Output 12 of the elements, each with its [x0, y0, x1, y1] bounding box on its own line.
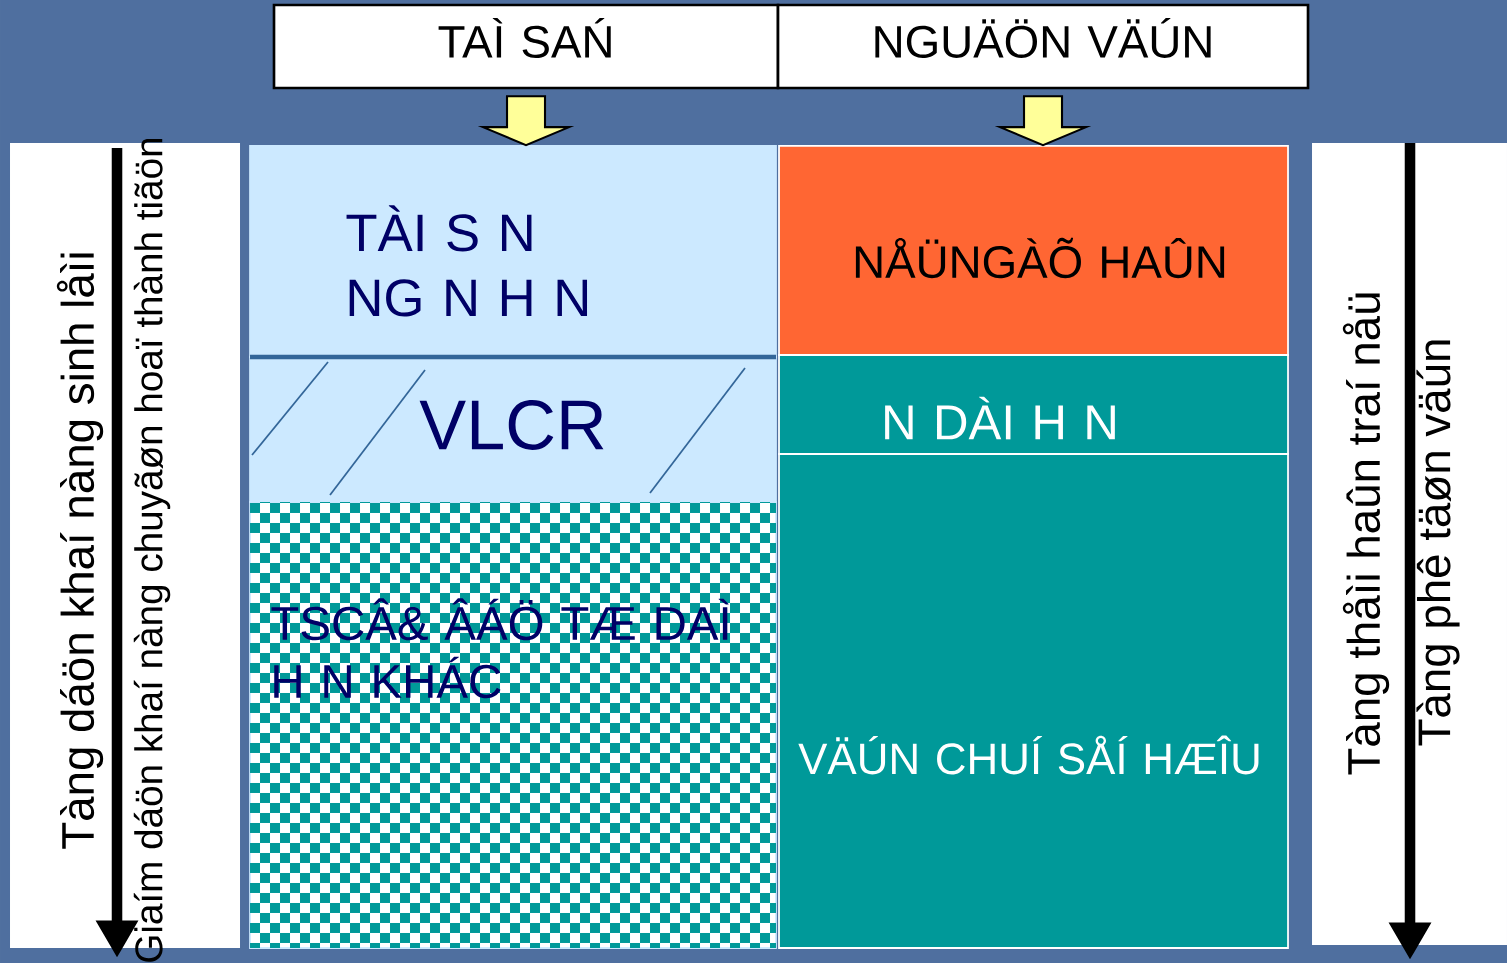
liability-box: N DÀI H N [778, 354, 1289, 455]
side-label: Tàng phê täøn väún [1416, 340, 1460, 746]
asset-box: TÀI S N NG N H N [249, 145, 777, 358]
side-label: Tàng thåìi haûn traí nåü [1342, 293, 1390, 775]
side-label: Tàng dáön khaí nàng sinh låìi [56, 253, 104, 849]
hatched-box: VLCR [249, 356, 777, 503]
block-arrow [994, 95, 1092, 147]
header-cell: NGUÄÖN VÄÚN [776, 3, 1310, 90]
side-label: Giaím dáön khaí nàng chuyãøn hoaï thành tiãön [133, 138, 171, 962]
block-arrow [477, 95, 575, 147]
liability-box: NÅÜNGÀÕ HAÛN [778, 145, 1289, 356]
header-cell: TAÌ SAŃ [272, 3, 780, 90]
